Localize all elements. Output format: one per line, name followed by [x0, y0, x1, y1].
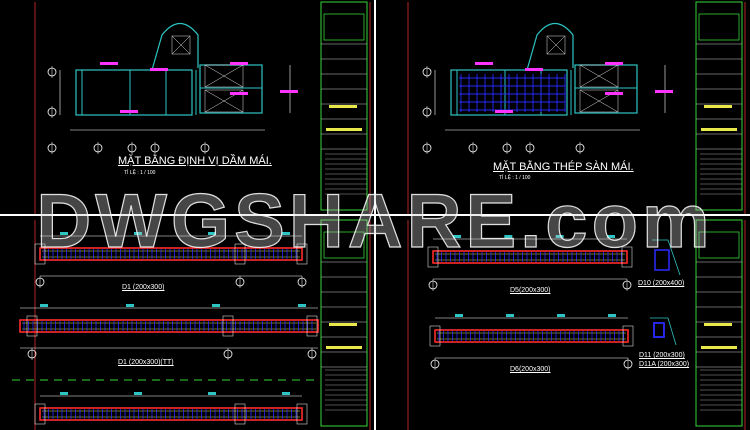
support-column: [622, 325, 634, 347]
support-column: [427, 246, 439, 268]
beam-label-d6: D6(200x300): [510, 366, 551, 373]
plan-wing-left: [75, 69, 193, 116]
beam-tag: [475, 62, 493, 65]
title-block-project-name: [704, 105, 732, 108]
section-d11: [653, 322, 665, 338]
support-column: [306, 315, 318, 337]
support-column: [34, 243, 46, 265]
beam-tag: [525, 68, 543, 71]
title-block-logo-box: [323, 231, 365, 259]
title-block: [320, 1, 368, 211]
beam-tag: [605, 62, 623, 65]
support-column: [34, 403, 46, 425]
beam-tag: [230, 92, 248, 95]
dimension-tag: [212, 304, 220, 307]
beam-tag: [495, 110, 513, 113]
title-block-logo-box: [698, 231, 740, 259]
beam-tag: [605, 92, 623, 95]
section-label-d11a: D11A (200x300): [639, 361, 690, 368]
sheet-2-scale: TỈ LỆ : 1 / 100: [499, 175, 531, 181]
dimension-tag: [298, 304, 306, 307]
plan-opening-cross: [171, 35, 191, 55]
plan-opening: [579, 89, 619, 113]
dimension-tag: [607, 235, 615, 238]
dimension-tag: [40, 304, 48, 307]
title-block-drawing-name: [326, 128, 362, 131]
plan-opening: [204, 64, 244, 88]
dimension-tag: [506, 314, 514, 317]
dimension-tag: [453, 235, 461, 238]
plan-wing-left: [450, 69, 568, 116]
plan-bay-arch: [526, 22, 574, 71]
beam-tag: [230, 62, 248, 65]
title-block: [695, 219, 743, 427]
title-block: [695, 1, 743, 211]
support-column: [234, 403, 246, 425]
beam-d1-partial: [39, 407, 303, 421]
dimension-tag: [126, 304, 134, 307]
beam-tag: [150, 68, 168, 71]
title-block-drawing-name: [326, 346, 362, 349]
support-column: [234, 243, 246, 265]
dimension-tag: [608, 314, 616, 317]
support-column: [26, 315, 38, 337]
plan-opening-cross: [579, 64, 619, 88]
beam-d1: [39, 247, 303, 261]
dimension-tag: [208, 392, 216, 395]
support-column: [621, 246, 633, 268]
sheet-2-title: MẶT BẰNG THÉP SÀN MÁI.: [493, 161, 634, 173]
support-column: [429, 325, 441, 347]
dimension-tag: [557, 314, 565, 317]
support-column: [296, 403, 308, 425]
sheet-1-scale: TỈ LỆ : 1 / 100: [124, 170, 156, 176]
dimension-tag: [60, 232, 68, 235]
plan-opening: [546, 35, 566, 55]
title-block-logo-box: [698, 13, 740, 41]
section-d10-slab: [652, 239, 681, 276]
beam-tag: [655, 90, 673, 93]
section-label-d11: D11 (200x300): [639, 352, 685, 359]
sheet-1-title: MẶT BẰNG ĐỊNH VỊ DẦM MÁI.: [118, 155, 272, 167]
beam-tag: [120, 110, 138, 113]
beam-d6: [434, 329, 629, 343]
plan-opening: [579, 64, 619, 88]
section-d11-slab: [650, 317, 677, 346]
title-block-project-name: [329, 105, 357, 108]
title-block-drawing-name: [701, 128, 737, 131]
beam-tag: [280, 90, 298, 93]
plan-opening: [171, 35, 191, 55]
beam-d5: [432, 250, 628, 264]
dimension-tag: [555, 235, 564, 238]
beam-d1-tt: [19, 319, 319, 333]
plan-opening: [204, 89, 244, 113]
title-block-drawing-name: [701, 346, 737, 349]
beam-tag: [100, 62, 118, 65]
dimension-tag: [134, 392, 142, 395]
title-block-logo-box: [323, 13, 365, 41]
beam-label-d1: D1 (200x300): [122, 284, 165, 291]
dimension-tag: [455, 314, 463, 317]
title-block-project-name: [329, 323, 357, 326]
beam-label-d1-tt: D1 (200x300)(TT): [118, 359, 174, 366]
dimension-tag: [60, 392, 68, 395]
dimension-tag: [282, 392, 290, 395]
beam-label-d5: D5(200x300): [510, 287, 551, 294]
plan-bay-arch: [151, 22, 199, 71]
plan-opening-cross: [204, 64, 244, 88]
section-d10: [654, 249, 670, 271]
support-column: [296, 243, 308, 265]
title-block: [320, 219, 368, 427]
dimension-tag: [282, 232, 290, 235]
dimension-tag: [208, 232, 216, 235]
dimension-tag: [134, 232, 142, 235]
plan-opening-cross: [546, 35, 566, 55]
support-column: [222, 315, 234, 337]
section-label-d10: D10 (200x400): [638, 280, 685, 287]
title-block-project-name: [704, 323, 732, 326]
dimension-tag: [504, 235, 513, 238]
